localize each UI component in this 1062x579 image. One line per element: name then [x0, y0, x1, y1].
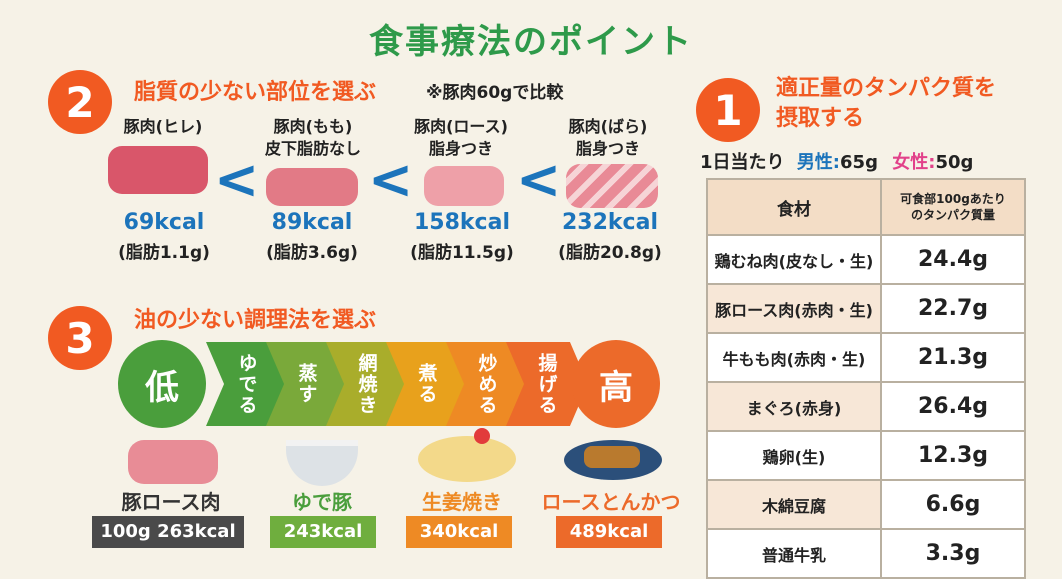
table-row: 鶏卵(生)12.3g — [706, 430, 1026, 481]
protein-cell: 12.3g — [880, 430, 1026, 481]
section-2-badge: 2 — [48, 70, 112, 134]
less-than-chevron-icon: < — [214, 148, 260, 211]
cut-fat: (脂肪3.6g) — [266, 243, 358, 263]
header-value-line2: のタンパク質量 — [910, 208, 995, 222]
dish-kcal-box: 100g 263kcal — [92, 516, 244, 548]
section-1-heading: 適正量のタンパク質を 摂取する — [776, 74, 996, 134]
food-cell: 普通牛乳 — [706, 528, 882, 579]
pork-loin-image — [424, 166, 504, 206]
header-value: 可食部100gあたり のタンパク質量 — [880, 178, 1026, 236]
table-row: まぐろ(赤身)26.4g — [706, 381, 1026, 432]
dish-kcal-box: 340kcal — [406, 516, 512, 548]
food-cell: まぐろ(赤身) — [706, 381, 882, 432]
cut-label: 豚肉(もも) 皮下脂肪なし — [248, 116, 378, 160]
table-row: 牛もも肉(赤肉・生)21.3g — [706, 332, 1026, 383]
food-cell: 豚ロース肉(赤肉・生) — [706, 283, 882, 334]
section-2-heading: 脂質の少ない部位を選ぶ — [134, 80, 377, 105]
section-1-badge: 1 — [696, 78, 760, 142]
tomato-icon — [474, 428, 490, 444]
protein-cell: 6.6g — [880, 479, 1026, 530]
food-cell: 木綿豆腐 — [706, 479, 882, 530]
cut-name-line2: 脂身つき — [575, 139, 640, 158]
food-cell: 牛もも肉(赤肉・生) — [706, 332, 882, 383]
cut-name-line1: 豚肉(ロース) — [414, 117, 508, 136]
male-label: 男性: — [796, 152, 841, 173]
pork-tenderloin-image — [108, 146, 208, 194]
section-1-heading-line2: 摂取する — [776, 106, 865, 131]
protein-cell: 26.4g — [880, 381, 1026, 432]
cut-name-line2: 皮下脂肪なし — [264, 139, 361, 158]
protein-cell: 21.3g — [880, 332, 1026, 383]
female-label: 女性: — [892, 152, 936, 173]
pork-thigh-image — [266, 168, 358, 206]
boiled-pork-bowl-image — [286, 440, 358, 486]
table-row: 豚ロース肉(赤肉・生)22.7g — [706, 283, 1026, 334]
tonkatsu-cutlet-image — [584, 446, 640, 468]
protein-cell: 22.7g — [880, 283, 1026, 334]
section-2-note: ※豚肉60gで比較 — [426, 83, 564, 103]
cut-fat: (脂肪20.8g) — [558, 243, 662, 263]
section-3-badge: 3 — [48, 306, 112, 370]
cut-name-line1: 豚肉(ばら) — [568, 117, 648, 136]
cut-kcal: 69kcal — [123, 210, 205, 235]
protein-cell: 3.3g — [880, 528, 1026, 579]
table-header-row: 食材 可食部100gあたり のタンパク質量 — [706, 178, 1026, 236]
dish-name: 豚ロース肉 — [121, 490, 221, 514]
cut-name-line1: 豚肉(もも) — [273, 117, 353, 136]
dish-name: ゆで豚 — [292, 490, 352, 514]
dish-kcal-box: 489kcal — [556, 516, 662, 548]
cut-label: 豚肉(ばら) 脂身つき — [546, 116, 670, 160]
cut-label: 豚肉(ヒレ) — [108, 116, 218, 138]
raw-pork-loin-image — [128, 440, 218, 484]
cut-name-line2: 脂身つき — [428, 139, 493, 158]
dish-kcal-box: 243kcal — [270, 516, 376, 548]
header-value-line1: 可食部100gあたり — [900, 192, 1006, 206]
section-3-heading: 油の少ない調理法を選ぶ — [134, 308, 377, 333]
cut-kcal: 89kcal — [271, 210, 353, 235]
low-fat-circle: 低 — [118, 340, 206, 428]
less-than-chevron-icon: < — [368, 148, 414, 211]
cut-name-line1: 豚肉(ヒレ) — [123, 117, 203, 136]
cut-fat: (脂肪11.5g) — [410, 243, 514, 263]
female-value: 50g — [935, 152, 974, 173]
header-food: 食材 — [706, 178, 882, 236]
page-title: 食事療法のポイント — [369, 22, 693, 62]
protein-cell: 24.4g — [880, 234, 1026, 285]
table-row: 鶏むね肉(皮なし・生)24.4g — [706, 234, 1026, 285]
cut-fat: (脂肪1.1g) — [118, 243, 210, 263]
protein-table: 食材 可食部100gあたり のタンパク質量 鶏むね肉(皮なし・生)24.4g 豚… — [706, 178, 1026, 579]
male-value: 65g — [840, 152, 878, 173]
dish-name: ロースとんかつ — [541, 490, 681, 514]
food-cell: 鶏むね肉(皮なし・生) — [706, 234, 882, 285]
cut-kcal: 232kcal — [562, 210, 658, 235]
dish-name: 生姜焼き — [422, 490, 502, 514]
food-cell: 鶏卵(生) — [706, 430, 882, 481]
section-1-heading-line1: 適正量のタンパク質を — [776, 76, 997, 101]
daily-prefix: 1日当たり — [700, 152, 785, 173]
daily-protein-line: 1日当たり 男性:65g 女性:50g — [700, 148, 973, 174]
pork-belly-image — [566, 164, 658, 208]
cut-kcal: 158kcal — [414, 210, 510, 235]
ginger-pork-plate-image — [418, 436, 516, 482]
high-fat-circle: 高 — [572, 340, 660, 428]
less-than-chevron-icon: < — [516, 148, 562, 211]
cut-label: 豚肉(ロース) 脂身つき — [396, 116, 526, 160]
